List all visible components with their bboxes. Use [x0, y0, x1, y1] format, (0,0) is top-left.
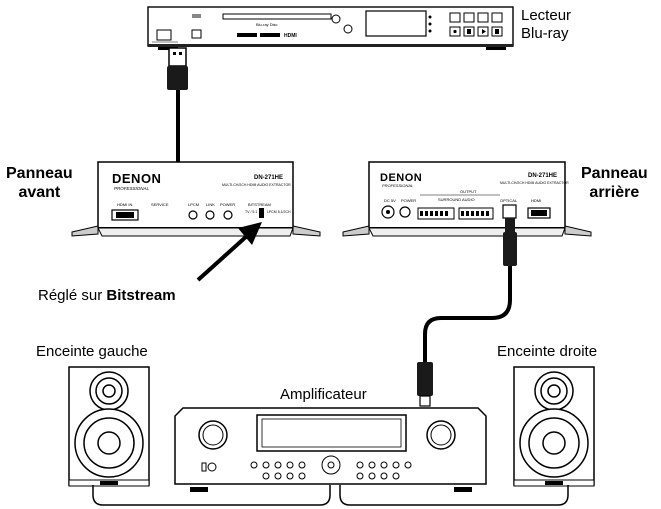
- front-model: DN-271HE: [254, 175, 283, 181]
- player-label-line2: Blu-ray: [521, 25, 569, 42]
- rear-hdmi-label: HDMI: [531, 198, 541, 203]
- rear-power-label: POWER: [401, 198, 416, 203]
- left-speaker: [68, 366, 150, 487]
- front-brand: DENON: [112, 171, 161, 186]
- bluray-logo: Blu-ray Disc: [256, 22, 278, 27]
- rear-subtitle: MULTI-CH/2CH HDMI AUDIO EXTRACTOR: [500, 181, 569, 185]
- bluray-player: Blu-ray Disc HDMI: [147, 6, 514, 50]
- right-speaker: [513, 366, 595, 487]
- amplifier-label: Amplificateur: [280, 386, 367, 403]
- rear-brand: DENON: [380, 172, 422, 184]
- front-power-label: POWER: [220, 202, 235, 207]
- right-speaker-label: Enceinte droite: [497, 343, 598, 360]
- front-panel-device: DENON PROFESSIONAL DN-271HE MULTI-CH/2CH…: [71, 161, 321, 237]
- rear-model: DN-271HE: [528, 173, 557, 179]
- rear-panel-label-line2: arrière: [589, 184, 640, 201]
- front-brand-sub: PROFESSIONAL: [114, 186, 150, 191]
- rear-brand-sub: PROFESSIONAL: [382, 183, 413, 188]
- setting-value: Bitstream: [106, 287, 176, 304]
- bitstream-arrow: [196, 222, 262, 282]
- front-switch-right: LPCM 5.1/2CH: [267, 210, 291, 214]
- rear-panel-label-line1: Panneau: [581, 165, 648, 182]
- rear-optical-label: OPTICAL: [500, 198, 518, 203]
- front-link-label: LINK: [206, 202, 215, 207]
- front-subtitle: MULTI-CH/2CH HDMI AUDIO EXTRACTOR: [222, 183, 291, 187]
- optical-cable: [417, 218, 517, 407]
- left-speaker-label: Enceinte gauche: [36, 343, 148, 360]
- front-service-label: SERVICE: [151, 202, 169, 207]
- player-label-line1: Lecteur: [521, 7, 572, 24]
- rear-panel-device: DENON PROFESSIONAL DN-271HE MULTI-CH/2CH…: [342, 161, 592, 237]
- front-bitstream-label: BITSTREAM: [248, 202, 271, 207]
- front-hdmi-label: HDMI IN: [117, 202, 132, 207]
- player-label: Lecteur Blu-ray: [521, 7, 571, 43]
- hdmi-logo: HDMI: [284, 33, 297, 39]
- rear-panel-label: Panneau arrière: [581, 164, 648, 202]
- amplifier: [174, 407, 487, 492]
- setting-prefix: Réglé sur: [38, 287, 107, 304]
- front-panel-label-line1: Panneau: [6, 165, 73, 182]
- front-lpcm-label: LPCM: [188, 202, 199, 207]
- front-switch-left: TV / 5.1: [245, 210, 257, 214]
- rear-dc-label: DC 5V: [384, 198, 396, 203]
- rear-output-label: OUTPUT: [460, 189, 477, 194]
- rear-surround-label: SURROUND AUDIO: [438, 197, 475, 202]
- front-panel-label-line2: avant: [18, 184, 61, 201]
- front-panel-label: Panneau avant: [6, 164, 73, 202]
- setting-label: Réglé sur Bitstream: [38, 287, 176, 305]
- speaker-wires: [92, 485, 569, 506]
